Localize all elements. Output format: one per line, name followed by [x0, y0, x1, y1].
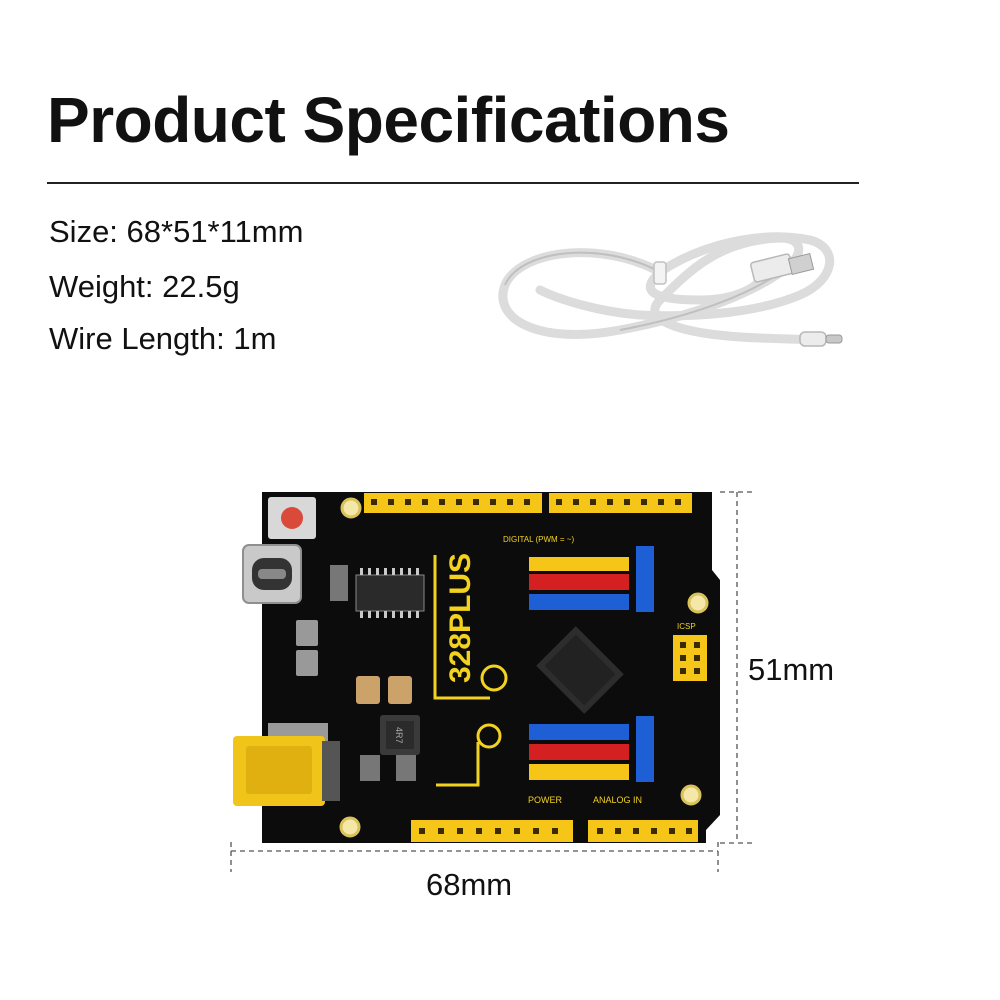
sensor-header-bottom: [529, 716, 654, 782]
header-bottom-analog: [588, 820, 698, 842]
header-top-left: [364, 493, 542, 513]
capacitor: [388, 676, 412, 704]
uart-chip: [355, 574, 425, 612]
analog-label: ANALOG IN: [593, 795, 642, 805]
header-bottom-power: [411, 820, 573, 842]
power-label: POWER: [528, 795, 563, 805]
digital-label: DIGITAL (PWM = ~): [503, 535, 574, 544]
width-dimension-label: 68mm: [426, 867, 513, 902]
width-dimension-line: [230, 842, 719, 872]
height-dimension-label: 51mm: [748, 652, 835, 687]
sensor-header-top: [529, 546, 654, 612]
spec-size: Size: 68*51*11mm: [49, 214, 304, 249]
title-divider: [47, 182, 859, 184]
header-top-right: [549, 493, 692, 513]
mounting-holes: [339, 497, 709, 838]
inductor-label: 4R7: [394, 727, 404, 744]
page-title: Product Specifications: [47, 84, 730, 156]
spec-wire-length: Wire Length: 1m: [49, 321, 277, 356]
height-dimension-line: [720, 491, 752, 844]
mcu-chip: [536, 626, 624, 714]
icsp-label: ICSP: [677, 622, 696, 631]
capacitor: [356, 676, 380, 704]
spec-weight: Weight: 22.5g: [49, 269, 240, 304]
icsp-header: [673, 635, 707, 681]
model-logo: 328PLUS: [444, 553, 477, 683]
